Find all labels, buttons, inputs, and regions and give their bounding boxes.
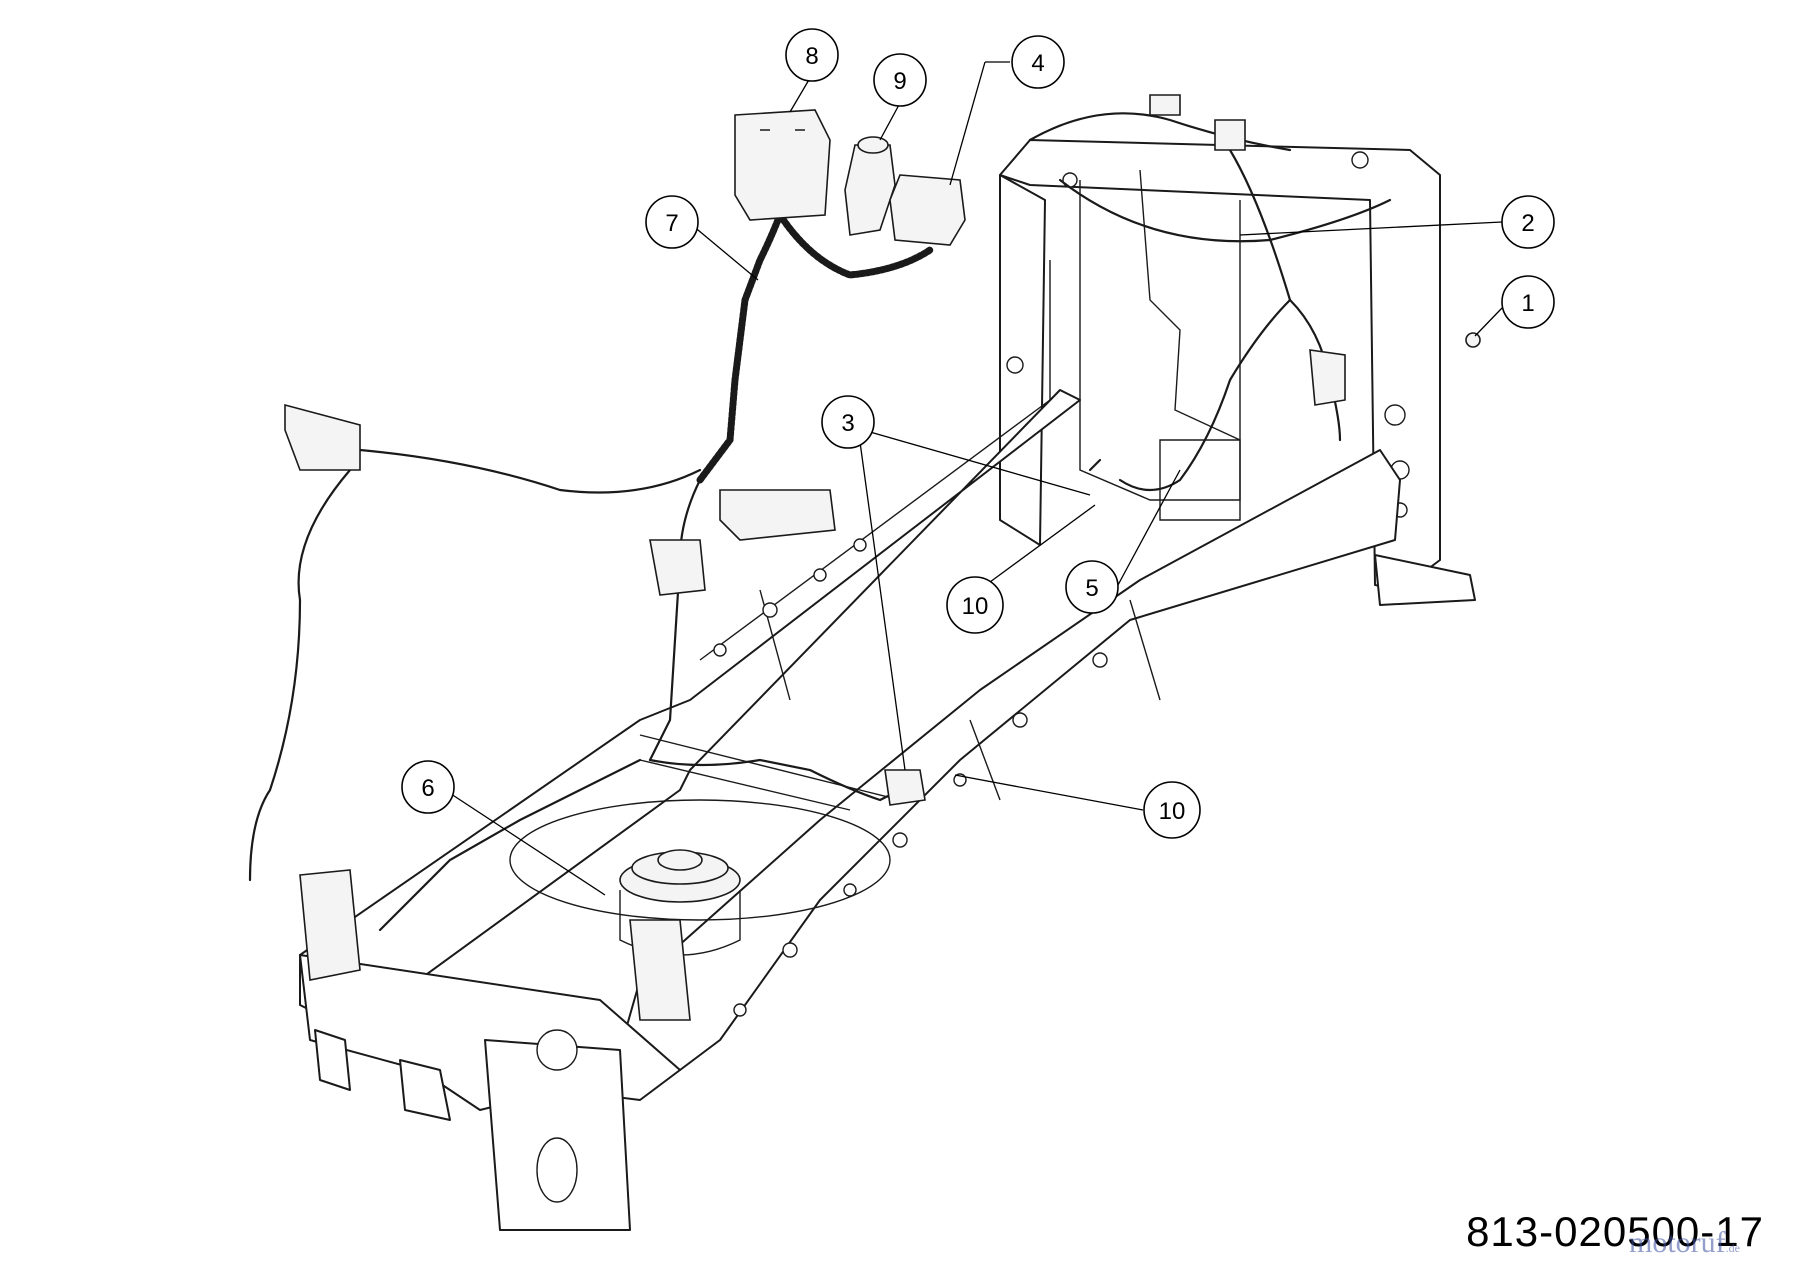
leader-lines bbox=[444, 61, 1503, 896]
callout-6: 6 bbox=[401, 760, 455, 814]
leader-10a bbox=[989, 504, 1096, 583]
callout-8: 8 bbox=[785, 28, 839, 82]
leader-1 bbox=[1474, 307, 1503, 337]
callout-7: 7 bbox=[645, 195, 699, 249]
leader-2 bbox=[1239, 221, 1503, 236]
svg-text:3: 3 bbox=[841, 410, 854, 437]
leader-6 bbox=[444, 789, 606, 896]
callout-10-top: 10 bbox=[946, 576, 1004, 634]
watermark-tld: .de bbox=[1725, 1241, 1740, 1255]
leader-3a bbox=[869, 431, 1091, 496]
svg-text:4: 4 bbox=[1031, 50, 1044, 77]
wiring-harness bbox=[248, 112, 1392, 932]
svg-text:10: 10 bbox=[962, 593, 989, 620]
leader-4b bbox=[949, 61, 986, 186]
callout-5: 5 bbox=[1065, 560, 1119, 614]
callout-9: 9 bbox=[873, 53, 927, 107]
pulley-assembly bbox=[509, 799, 891, 956]
svg-text:8: 8 bbox=[805, 43, 818, 70]
callouts: 1 2 3 4 5 6 7 8 bbox=[401, 28, 1555, 839]
watermark-logo: motoruf.de bbox=[1629, 1226, 1740, 1260]
callout-3: 3 bbox=[821, 395, 875, 449]
svg-text:9: 9 bbox=[893, 68, 906, 95]
leader-9 bbox=[879, 102, 901, 141]
svg-text:5: 5 bbox=[1085, 575, 1098, 602]
leader-5 bbox=[1117, 469, 1181, 586]
svg-text:2: 2 bbox=[1521, 210, 1534, 237]
svg-text:6: 6 bbox=[421, 775, 434, 802]
watermark-text: motoruf bbox=[1629, 1226, 1726, 1259]
callout-1: 1 bbox=[1501, 275, 1555, 329]
leader-8 bbox=[789, 77, 811, 113]
leader-10b bbox=[954, 774, 1144, 811]
callout-4: 4 bbox=[1011, 35, 1065, 89]
chassis-frame bbox=[299, 389, 1401, 1231]
drawing-number: 813-020500-17 bbox=[1466, 1208, 1764, 1255]
leader-3b bbox=[859, 441, 906, 771]
svg-text:7: 7 bbox=[665, 210, 678, 237]
callout-2: 2 bbox=[1501, 195, 1555, 249]
leader-7 bbox=[691, 224, 759, 281]
svg-text:10: 10 bbox=[1159, 798, 1186, 825]
callout-10-bottom: 10 bbox=[1143, 781, 1201, 839]
components bbox=[284, 94, 1481, 1021]
svg-text:1: 1 bbox=[1521, 290, 1534, 317]
